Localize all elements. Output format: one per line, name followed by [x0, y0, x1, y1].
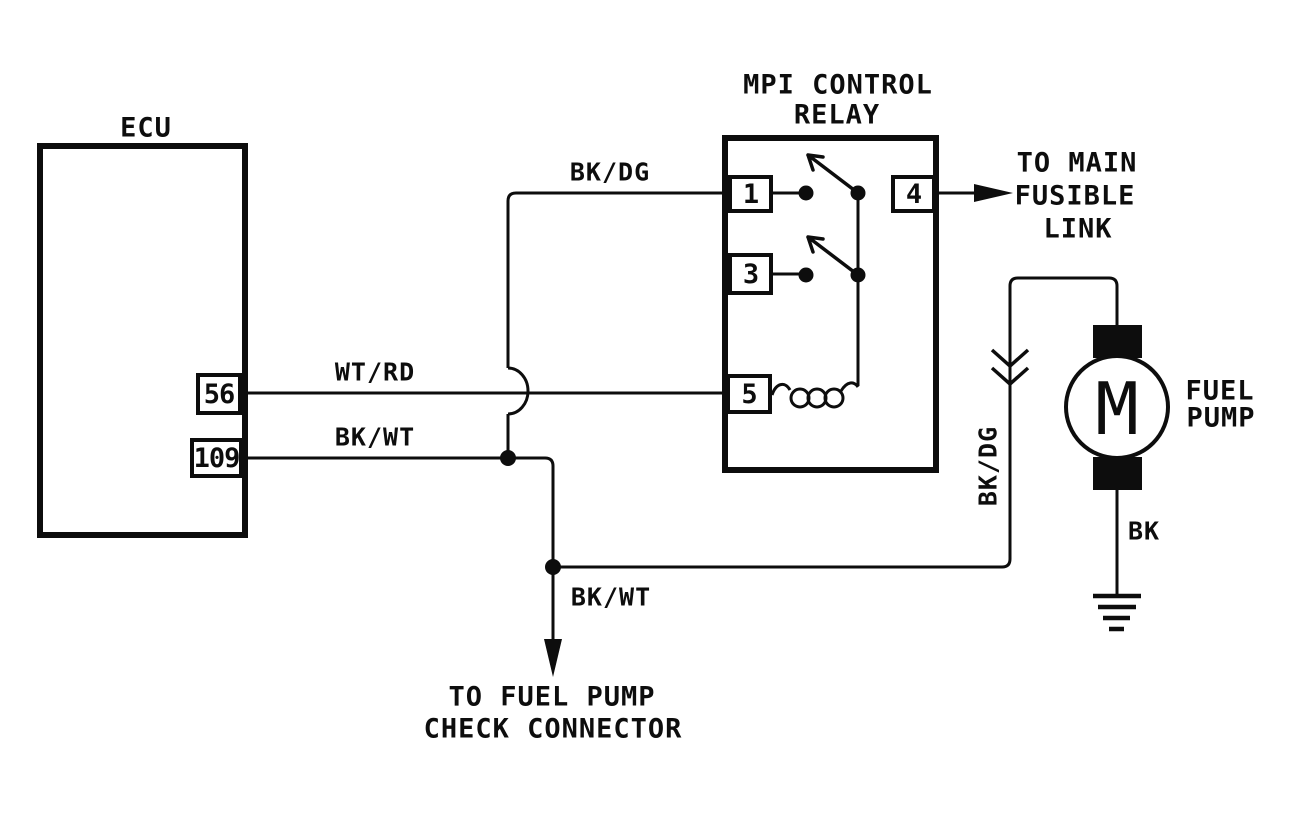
relay-box	[722, 135, 939, 473]
fusible-link-arrow-icon	[974, 184, 1013, 202]
ecu-box	[37, 143, 248, 538]
relay-pin-3-label: 3	[742, 258, 759, 290]
relay-title-line2: RELAY	[793, 99, 881, 131]
wire-bk-dg-top	[506, 191, 725, 368]
wire-label-bk-dg-top: BK/DG	[569, 157, 651, 187]
motor-terminal-bottom	[1093, 457, 1142, 490]
fuel-pump-label-line2: PUMP	[1186, 402, 1256, 434]
check-connector-caption-line2: CHECK CONNECTOR	[423, 713, 683, 745]
pivot-dot-switch1	[850, 185, 866, 201]
wire-label-bk-dg-vertical: BK/DG	[973, 425, 1003, 507]
check-connector-caption-line1: TO FUEL PUMP	[448, 681, 656, 713]
relay-pin-3-box: 3	[728, 253, 773, 295]
chevron-connector-icon	[990, 348, 1030, 387]
wire-hop-arc	[507, 366, 530, 416]
ecu-pin-109-box: 109	[190, 438, 243, 478]
motor-letter: M	[1095, 367, 1139, 451]
fusible-link-caption-line2: FUSIBLE	[1014, 180, 1136, 212]
relay-coil	[770, 381, 860, 409]
relay-pin-5-label: 5	[741, 378, 757, 410]
pivot-dot-switch2	[850, 267, 866, 283]
relay-pin-1-label: 1	[742, 178, 759, 210]
wire-bk-wt	[242, 456, 555, 567]
switch-blade-1-arrow-icon	[806, 153, 860, 195]
ecu-pin-56-label: 56	[203, 378, 236, 410]
ground-symbol-icon	[1093, 593, 1141, 632]
relay-pin-1-box: 1	[728, 175, 773, 213]
fusible-link-caption-line3: LINK	[1043, 213, 1113, 245]
wire-label-wt-rd: WT/RD	[334, 357, 416, 387]
motor-terminal-top	[1093, 325, 1142, 358]
splice-dot-bk-wt	[500, 450, 516, 466]
relay-title-line1: MPI CONTROL	[743, 69, 933, 101]
wire-label-bk-wt-drop: BK/WT	[570, 582, 652, 612]
fusible-link-caption-line1: TO MAIN	[1016, 147, 1138, 179]
fuel-pump-label-line1: FUEL	[1185, 375, 1255, 407]
check-connector-arrow-icon	[544, 639, 562, 677]
wire-label-bk: BK	[1127, 516, 1161, 546]
ecu-pin-109-label: 109	[193, 442, 241, 474]
wire-label-bk-wt: BK/WT	[334, 422, 416, 452]
switch-blade-2-arrow-icon	[806, 235, 860, 277]
splice-dot-lower	[545, 559, 561, 575]
ecu-title: ECU	[120, 112, 172, 144]
relay-pin-5-box: 5	[726, 374, 772, 414]
relay-pin-4-box: 4	[891, 175, 936, 213]
wire-bk-dg-to-fuel-pump	[553, 276, 1119, 569]
ecu-pin-56-box: 56	[196, 373, 242, 415]
contact-dot-pin1	[798, 185, 814, 201]
contact-dot-pin3	[798, 267, 814, 283]
relay-pin-4-label: 4	[905, 178, 922, 210]
